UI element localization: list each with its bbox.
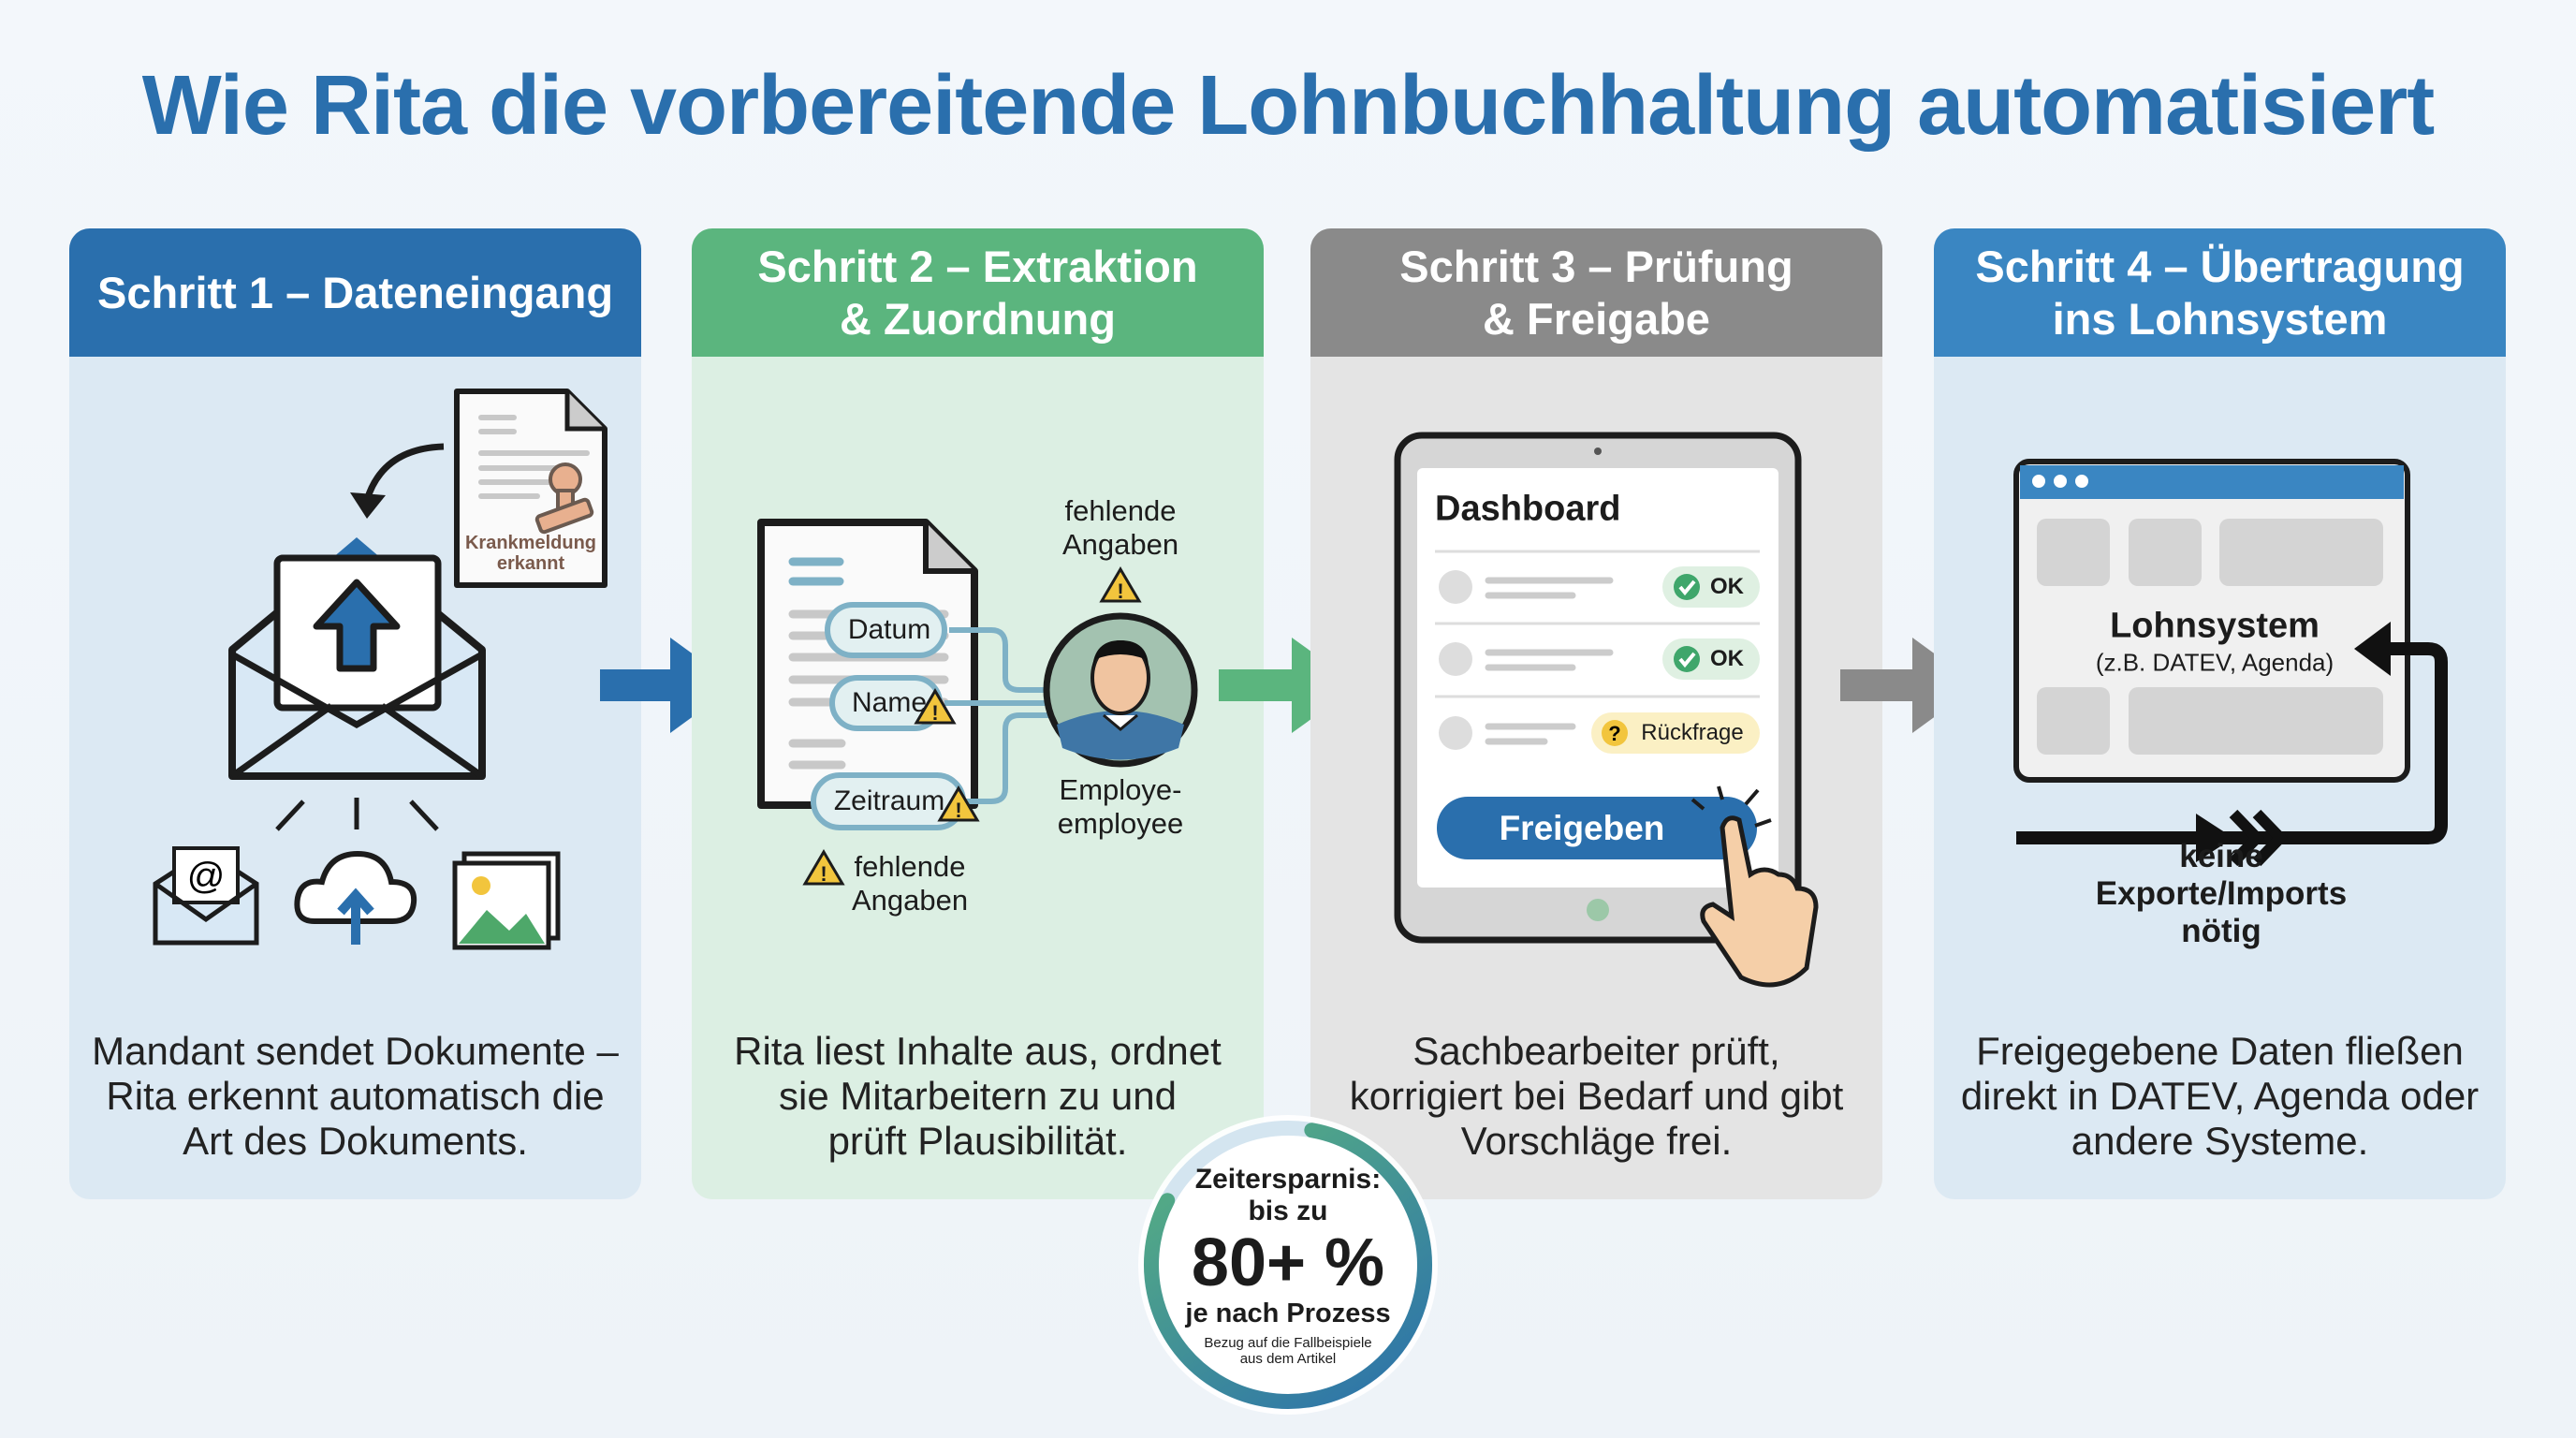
step-2-illustration: !!!! xyxy=(757,519,1198,886)
payroll-system-title: Lohnsystem xyxy=(2110,606,2320,646)
svg-text:!: ! xyxy=(955,799,961,822)
envelope-upload-icon xyxy=(228,537,486,780)
badge-line1: Zeitersparnis: xyxy=(1194,1163,1382,1195)
badge-line2: bis zu xyxy=(1248,1195,1328,1226)
step-1-header: Schritt 1 – Dateneingang xyxy=(69,228,641,357)
status-badge-rueckfrage[interactable]: Rückfrage xyxy=(1641,720,1744,745)
step-4-description: Freigegebene Daten fließen direkt in DAT… xyxy=(1960,1029,2480,1163)
check-icon xyxy=(1674,574,1700,672)
email-icon: @ xyxy=(153,846,259,946)
step-2-description: Rita liest Inhalte aus, ordnet sie Mitar… xyxy=(734,1029,1222,1163)
page-title: Wie Rita die vorbereitende Lohnbuchhaltu… xyxy=(141,59,2435,153)
no-export-import-label: keine Exporte/Imports nötig xyxy=(2095,838,2348,949)
approve-button-bg xyxy=(1437,797,1757,859)
document-icon xyxy=(454,389,607,588)
app-window-icon xyxy=(2013,459,2410,783)
svg-text:!: ! xyxy=(931,701,938,725)
progress-ring xyxy=(1138,1115,1438,1415)
step-4-panel: Schritt 4 – Übertragung ins Lohnsystem L… xyxy=(1934,228,2506,1199)
step-1-illustration: @ xyxy=(153,389,607,950)
step-2-panel: Schritt 2 – Extraktion & Zuordnung !!!! … xyxy=(692,228,1264,1199)
time-savings-badge: Zeitersparnis: bis zu 80+ % je nach Proz… xyxy=(1136,1113,1440,1416)
badge-value: 80+ % xyxy=(1191,1225,1385,1300)
curved-arrow-icon xyxy=(363,443,445,502)
step-2-header: Schritt 2 – Extraktion & Zuordnung xyxy=(692,228,1264,357)
payroll-system-subtitle: (z.B. DATEV, Agenda) xyxy=(2095,648,2334,677)
document-recognized-label: Krankmeldung erkannt xyxy=(464,533,597,574)
cloud-upload-icon xyxy=(294,850,417,945)
status-badge-ok[interactable]: OK xyxy=(1710,646,1744,671)
field-pill-name: Name xyxy=(851,687,928,718)
employee-avatar xyxy=(1043,612,1198,768)
field-pill-zeitraum: Zeitraum xyxy=(833,785,945,816)
step-4-illustration xyxy=(2013,459,2448,867)
dashboard-title: Dashboard xyxy=(1435,489,1621,529)
approve-button[interactable]: Freigeben xyxy=(1499,809,1665,847)
status-badge-ok[interactable]: OK xyxy=(1710,574,1744,599)
step-3-header: Schritt 3 – Prüfung & Freigabe xyxy=(1310,228,1882,357)
stamp-icon xyxy=(534,462,594,535)
warning-icon xyxy=(802,566,1142,886)
step-3-panel: Schritt 3 – Prüfung & Freigabe ? Dashboa… xyxy=(1310,228,1882,1199)
image-icon xyxy=(452,851,561,950)
progress-ring-fill xyxy=(1144,1121,1432,1409)
document-icon xyxy=(757,519,978,809)
badge-line3: je nach Prozess xyxy=(1185,1298,1391,1328)
step-1-description: Mandant sendet Dokumente – Rita erkennt … xyxy=(92,1029,619,1163)
svg-text:!: ! xyxy=(820,862,827,886)
step-3-illustration: ? xyxy=(1394,432,1819,988)
svg-text:?: ? xyxy=(1608,722,1620,745)
employee-label: Employe- employee xyxy=(1057,773,1184,840)
question-icon: ? xyxy=(1602,720,1628,746)
step-3-description: Sachbearbeiter prüft, korrigiert bei Bed… xyxy=(1349,1029,1844,1163)
flow-arrow-icon xyxy=(2016,642,2448,844)
step-1-panel: Schritt 1 – Dateneingang @ Krankmeldung … xyxy=(69,228,641,1199)
missing-data-label-bottom: fehlende Angaben xyxy=(851,850,969,917)
step-4-header: Schritt 4 – Übertragung ins Lohnsystem xyxy=(1934,228,2506,357)
hand-pointer-icon xyxy=(1690,785,1819,988)
missing-data-label-top: fehlende Angaben xyxy=(1061,494,1179,561)
svg-text:!: ! xyxy=(1117,580,1123,603)
svg-text:@: @ xyxy=(187,856,226,897)
field-pill-datum: Datum xyxy=(847,614,931,645)
badge-note: Bezug auf die Fallbeispiele aus dem Arti… xyxy=(1204,1334,1372,1367)
